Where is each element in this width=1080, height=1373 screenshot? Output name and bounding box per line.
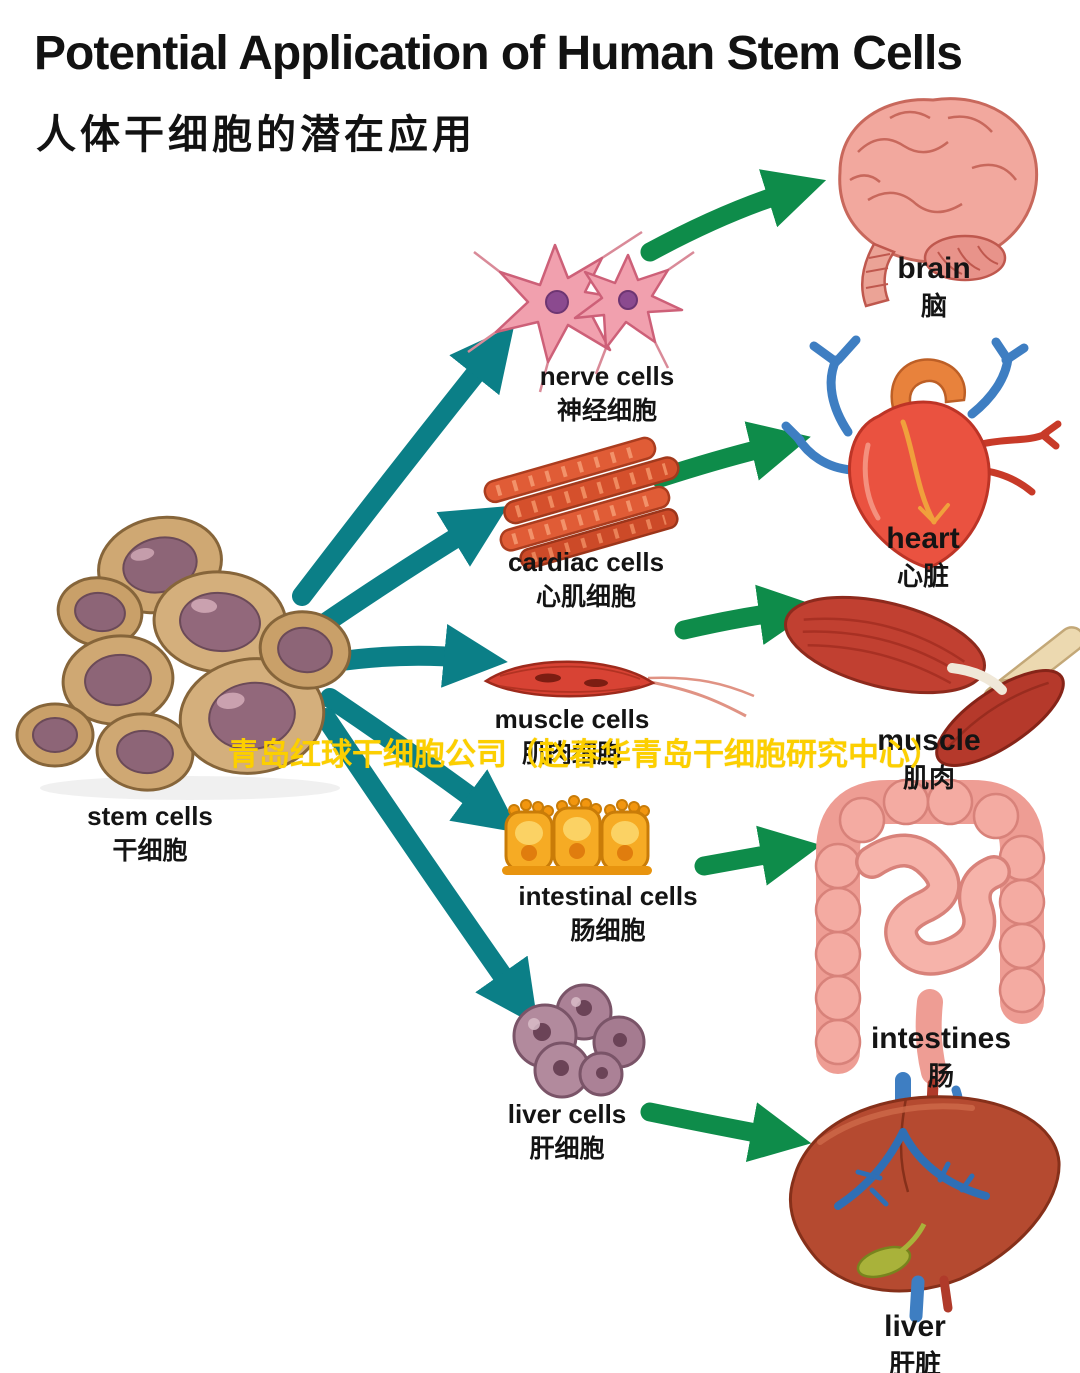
arrow-intestinal-to-intestines: [694, 825, 822, 886]
muscle-cells-label-en: muscle cells: [494, 704, 650, 734]
cardiac-cells-label-zh: 心肌细胞: [535, 582, 636, 611]
muscle-cells-illustration: [483, 660, 755, 718]
arrow-stem-to-intestinal: [320, 688, 520, 833]
label-intestinal-cells: intestinal cells 肠细胞: [518, 881, 698, 946]
label-liver-organ: liver 肝脏: [884, 1310, 946, 1373]
nerve-cells-label-en: nerve cells: [539, 361, 675, 391]
label-stem-cells: stem cells 干细胞: [87, 801, 213, 866]
stem-cells-label-zh: 干细胞: [112, 836, 188, 865]
label-intestines: intestines 肠: [871, 1022, 1011, 1091]
watermark-text: 青岛红球干细胞公司（赵春华青岛干细胞研究中心）: [228, 737, 941, 772]
stem-cells-label-en: stem cells: [87, 801, 213, 831]
muscle-cells-label-zh: 肌肉细胞: [521, 739, 622, 768]
liver-organ-label-zh: 肝脏: [888, 1348, 941, 1373]
label-liver-cells: liver cells 肝细胞: [507, 1099, 627, 1164]
arrow-nerve-to-brain: [640, 169, 827, 262]
label-nerve-cells: nerve cells 神经细胞: [539, 361, 675, 426]
brain-label-zh: 脑: [920, 290, 948, 321]
page-subtitle: 人体干细胞的潜在应用: [36, 113, 476, 157]
liver-cells-illustration: [512, 983, 646, 1099]
arrow-stem-to-muscle: [324, 624, 508, 688]
intestinal-cells-illustration: [502, 795, 652, 875]
arrow-stem-to-nerve: [292, 325, 515, 606]
liver-cells-label-zh: 肝细胞: [529, 1134, 605, 1163]
muscle-organ-label-zh: 肌肉: [902, 762, 956, 793]
heart-label-zh: 心脏: [896, 560, 950, 591]
label-muscle-organ: muscle 肌肉: [877, 724, 980, 793]
muscle-organ-illustration: [784, 595, 1080, 767]
intestinal-cells-label-zh: 肠细胞: [570, 916, 646, 945]
arrows-cells-to-organs: [640, 169, 827, 1163]
cardiac-cells-label-en: cardiac cells: [507, 547, 665, 577]
label-cardiac-cells: cardiac cells 心肌细胞: [507, 547, 665, 612]
heart-illustration: [781, 335, 1062, 570]
brain-illustration: [838, 97, 1039, 308]
liver-cells-label-en: liver cells: [507, 1099, 627, 1129]
nerve-cells-label-zh: 神经细胞: [556, 396, 657, 425]
brain-label-en: brain: [897, 252, 971, 285]
arrow-stem-to-cardiac: [308, 506, 508, 638]
intestines-label-en: intestines: [870, 1022, 1012, 1055]
liver-organ-illustration: [788, 1072, 1061, 1323]
arrow-liver-to-liver: [640, 1102, 812, 1163]
intestinal-cells-label-en: intestinal cells: [518, 881, 698, 911]
intestines-illustration: [814, 778, 1046, 1085]
intestines-label-zh: 肠: [927, 1060, 955, 1091]
label-brain: brain 脑: [897, 252, 970, 321]
nerve-cells-illustration: [467, 230, 695, 393]
arrow-muscle-to-muscle: [674, 584, 820, 645]
arrow-stem-to-liver: [316, 708, 539, 1027]
muscle-organ-label-en: muscle: [877, 724, 981, 757]
liver-organ-label-en: liver: [884, 1310, 946, 1343]
page-title: Potential Application of Human Stem Cell…: [34, 27, 963, 80]
label-muscle-cells: muscle cells 肌肉细胞: [494, 704, 650, 769]
cardiac-cells-illustration: [483, 436, 680, 570]
label-heart: heart 心脏: [886, 522, 959, 591]
stem-cells-illustration: [15, 515, 352, 800]
heart-label-en: heart: [886, 522, 960, 555]
